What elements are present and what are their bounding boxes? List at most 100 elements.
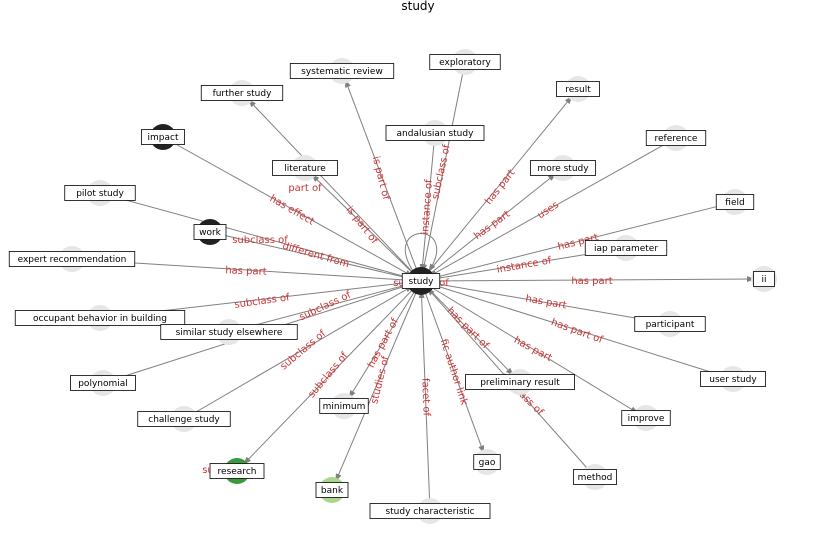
node-pilot-study[interactable]: pilot study xyxy=(64,180,136,206)
node-similar-study[interactable]: similar study elsewhere xyxy=(160,319,298,345)
occupant-behavior-label: occupant behavior in building xyxy=(33,314,167,324)
method-label: method xyxy=(578,473,613,483)
node-improve[interactable]: improve xyxy=(621,405,671,431)
improve-label-box xyxy=(621,410,671,426)
gao-label-box xyxy=(473,454,501,470)
node-preliminary-result[interactable]: preliminary result xyxy=(465,369,575,395)
edge-participant xyxy=(429,280,671,325)
node-systematic-review[interactable]: systematic review xyxy=(289,58,395,84)
edge-label-preliminary-result: has part of xyxy=(445,305,491,351)
iap-parameter-label-box xyxy=(584,240,668,256)
iap-parameter-label: iap parameter xyxy=(594,244,658,254)
center-label: study xyxy=(409,277,435,287)
user-study-label: user study xyxy=(709,375,757,385)
node-ii[interactable]: ii xyxy=(751,266,777,292)
similar-study-label: similar study elsewhere xyxy=(176,328,283,338)
node-literature[interactable]: literature xyxy=(272,155,338,181)
field-label-box xyxy=(715,194,755,210)
edge-andalusian-study xyxy=(419,132,436,273)
edge-impact xyxy=(162,136,414,277)
node-reference[interactable]: reference xyxy=(645,125,707,151)
edge-label-iap-parameter: instance of xyxy=(496,255,553,275)
systematic-review-label: systematic review xyxy=(301,67,383,77)
reference-label: reference xyxy=(655,134,698,144)
more-study-label-box xyxy=(530,160,596,176)
node-work[interactable]: work xyxy=(193,219,227,245)
method-label-box xyxy=(573,469,617,485)
impact-label-box xyxy=(141,129,185,145)
edge-label-work: different from xyxy=(281,241,350,271)
node-minimum[interactable]: minimum xyxy=(319,393,369,419)
more-study-label: more study xyxy=(537,164,589,174)
ii-label-box xyxy=(753,271,775,287)
edge-work xyxy=(209,231,413,281)
graph-title: study xyxy=(401,0,434,13)
edge-label-andalusian-study: instance of xyxy=(420,179,435,235)
edge-label-more-study: has part xyxy=(472,209,512,242)
edge-label-impact: has effect xyxy=(268,193,316,227)
edge-preliminary-result xyxy=(420,280,514,376)
further-study-label: further study xyxy=(213,89,273,99)
edge-label-further-study: part of xyxy=(288,183,322,194)
literature-label-box xyxy=(272,160,338,176)
node-study-characteristic[interactable]: study characteristic xyxy=(369,498,491,524)
systematic-review-label-box xyxy=(289,63,395,79)
node-challenge-study[interactable]: challenge study xyxy=(137,406,231,432)
edge-user-study xyxy=(429,283,734,380)
challenge-study-label-box xyxy=(137,411,231,427)
edge-research xyxy=(243,280,422,465)
work-label: work xyxy=(199,228,222,238)
study-characteristic-label: study characteristic xyxy=(385,507,474,517)
node-participant[interactable]: participant xyxy=(634,311,706,337)
result-label: result xyxy=(565,85,591,95)
edge-more-study xyxy=(420,173,556,282)
occupant-behavior-label-box xyxy=(14,310,186,326)
edge-minimum xyxy=(348,280,422,399)
edge-bank xyxy=(335,280,422,482)
minimum-label: minimum xyxy=(323,402,366,412)
edges-layer xyxy=(71,61,756,512)
node-more-study[interactable]: more study xyxy=(530,155,596,181)
edge-result xyxy=(420,95,573,282)
preliminary-result-label-box xyxy=(465,374,575,390)
edge-label-systematic-review: is part of xyxy=(370,155,392,201)
edge-label-challenge-study: subclass of xyxy=(306,350,350,400)
polynomial-label: polynomial xyxy=(78,379,128,389)
node-expert-recommendation[interactable]: expert recommendation xyxy=(8,246,136,272)
node-further-study[interactable]: further study xyxy=(200,80,284,106)
further-study-label-box xyxy=(200,85,284,101)
reference-label-box xyxy=(645,130,707,146)
andalusian-study-label-box xyxy=(385,125,485,141)
node-research[interactable]: research xyxy=(209,458,265,484)
edge-label-reference: uses xyxy=(536,200,561,222)
edge-self-loop xyxy=(404,233,438,272)
node-exploratory[interactable]: exploratory xyxy=(429,49,501,75)
literature-label: literature xyxy=(284,164,326,174)
node-impact[interactable]: impact xyxy=(141,124,185,150)
node-user-study[interactable]: user study xyxy=(700,366,766,392)
node-bank[interactable]: bank xyxy=(315,477,349,503)
pilot-study-label: pilot study xyxy=(76,189,124,199)
exploratory-label: exploratory xyxy=(439,58,491,68)
challenge-study-label: challenge study xyxy=(148,415,220,425)
node-andalusian-study[interactable]: andalusian study xyxy=(385,120,485,146)
edge-gao xyxy=(420,280,485,454)
edge-label-participant: has part xyxy=(525,293,568,311)
node-gao[interactable]: gao xyxy=(473,449,501,475)
node-method[interactable]: method xyxy=(573,464,617,490)
edge-label-study-characteristic: facet of xyxy=(419,378,431,417)
edge-systematic-review xyxy=(345,79,422,282)
edge-label-improve: has part xyxy=(512,335,554,364)
edge-label-occupant-behavior: subclass of xyxy=(234,292,291,311)
node-result[interactable]: result xyxy=(556,76,600,102)
node-polynomial[interactable]: polynomial xyxy=(70,370,136,396)
node-field[interactable]: field xyxy=(715,189,755,215)
pilot-study-label-box xyxy=(64,185,136,201)
user-study-label-box xyxy=(700,371,766,387)
node-occupant-behavior[interactable]: occupant behavior in building xyxy=(14,305,186,331)
edge-label-gao: fic author link xyxy=(438,338,470,407)
edge-improve xyxy=(420,280,639,414)
edge-ii xyxy=(420,276,756,283)
node-iap-parameter[interactable]: iap parameter xyxy=(584,235,668,261)
center-node-study[interactable]: study xyxy=(401,267,441,295)
